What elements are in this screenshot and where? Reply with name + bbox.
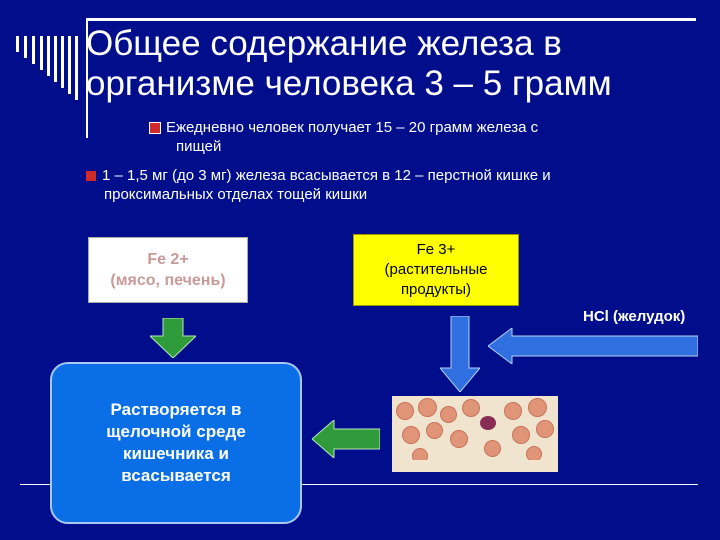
blood-smear-image [392,396,558,472]
bullet-daily-intake: Ежедневно человек получает 15 – 20 грамм… [149,118,670,156]
fe2-source: (мясо, печень) [110,272,226,289]
arrow-left-icon [312,420,380,458]
bullet-line: 1 – 1,5 мг (до 3 мг) железа всасывается … [102,167,551,184]
bullet-line: Ежедневно человек получает 15 – 20 грамм… [166,119,539,136]
bullet-line-continued: проксимальных отделах тощей кишки [104,186,368,203]
bullet-square-icon [86,171,96,181]
image-caption [394,460,554,472]
fe3-source-line1: (растительные [384,261,488,278]
fe3-box: Fe 3+ (растительные продукты) [353,234,519,306]
title-top-rule [86,18,696,21]
bullet-absorption: 1 – 1,5 мг (до 3 мг) железа всасывается … [86,166,686,204]
fe3-title: Fe 3+ [416,241,456,258]
arrow-down-icon [440,316,480,392]
title-left-rule [86,18,88,138]
fe2-title: Fe 2+ [147,251,189,268]
bottom-rule [20,484,698,485]
absorption-text: Растворяется в щелочной среде кишечника … [106,400,246,485]
arrow-left-icon [488,328,698,364]
hcl-label: HCl (желудок) [583,308,686,325]
absorption-box: Растворяется в щелочной среде кишечника … [50,362,302,524]
fe2-box: Fe 2+ (мясо, печень) [88,237,248,303]
slide-title: Общее содержание железа в организме чело… [86,24,612,103]
arrow-down-icon [150,318,196,358]
bullet-line-continued: пищей [176,138,222,155]
fe3-source-line2: продукты) [400,281,472,298]
bullet-square-icon [149,122,161,134]
